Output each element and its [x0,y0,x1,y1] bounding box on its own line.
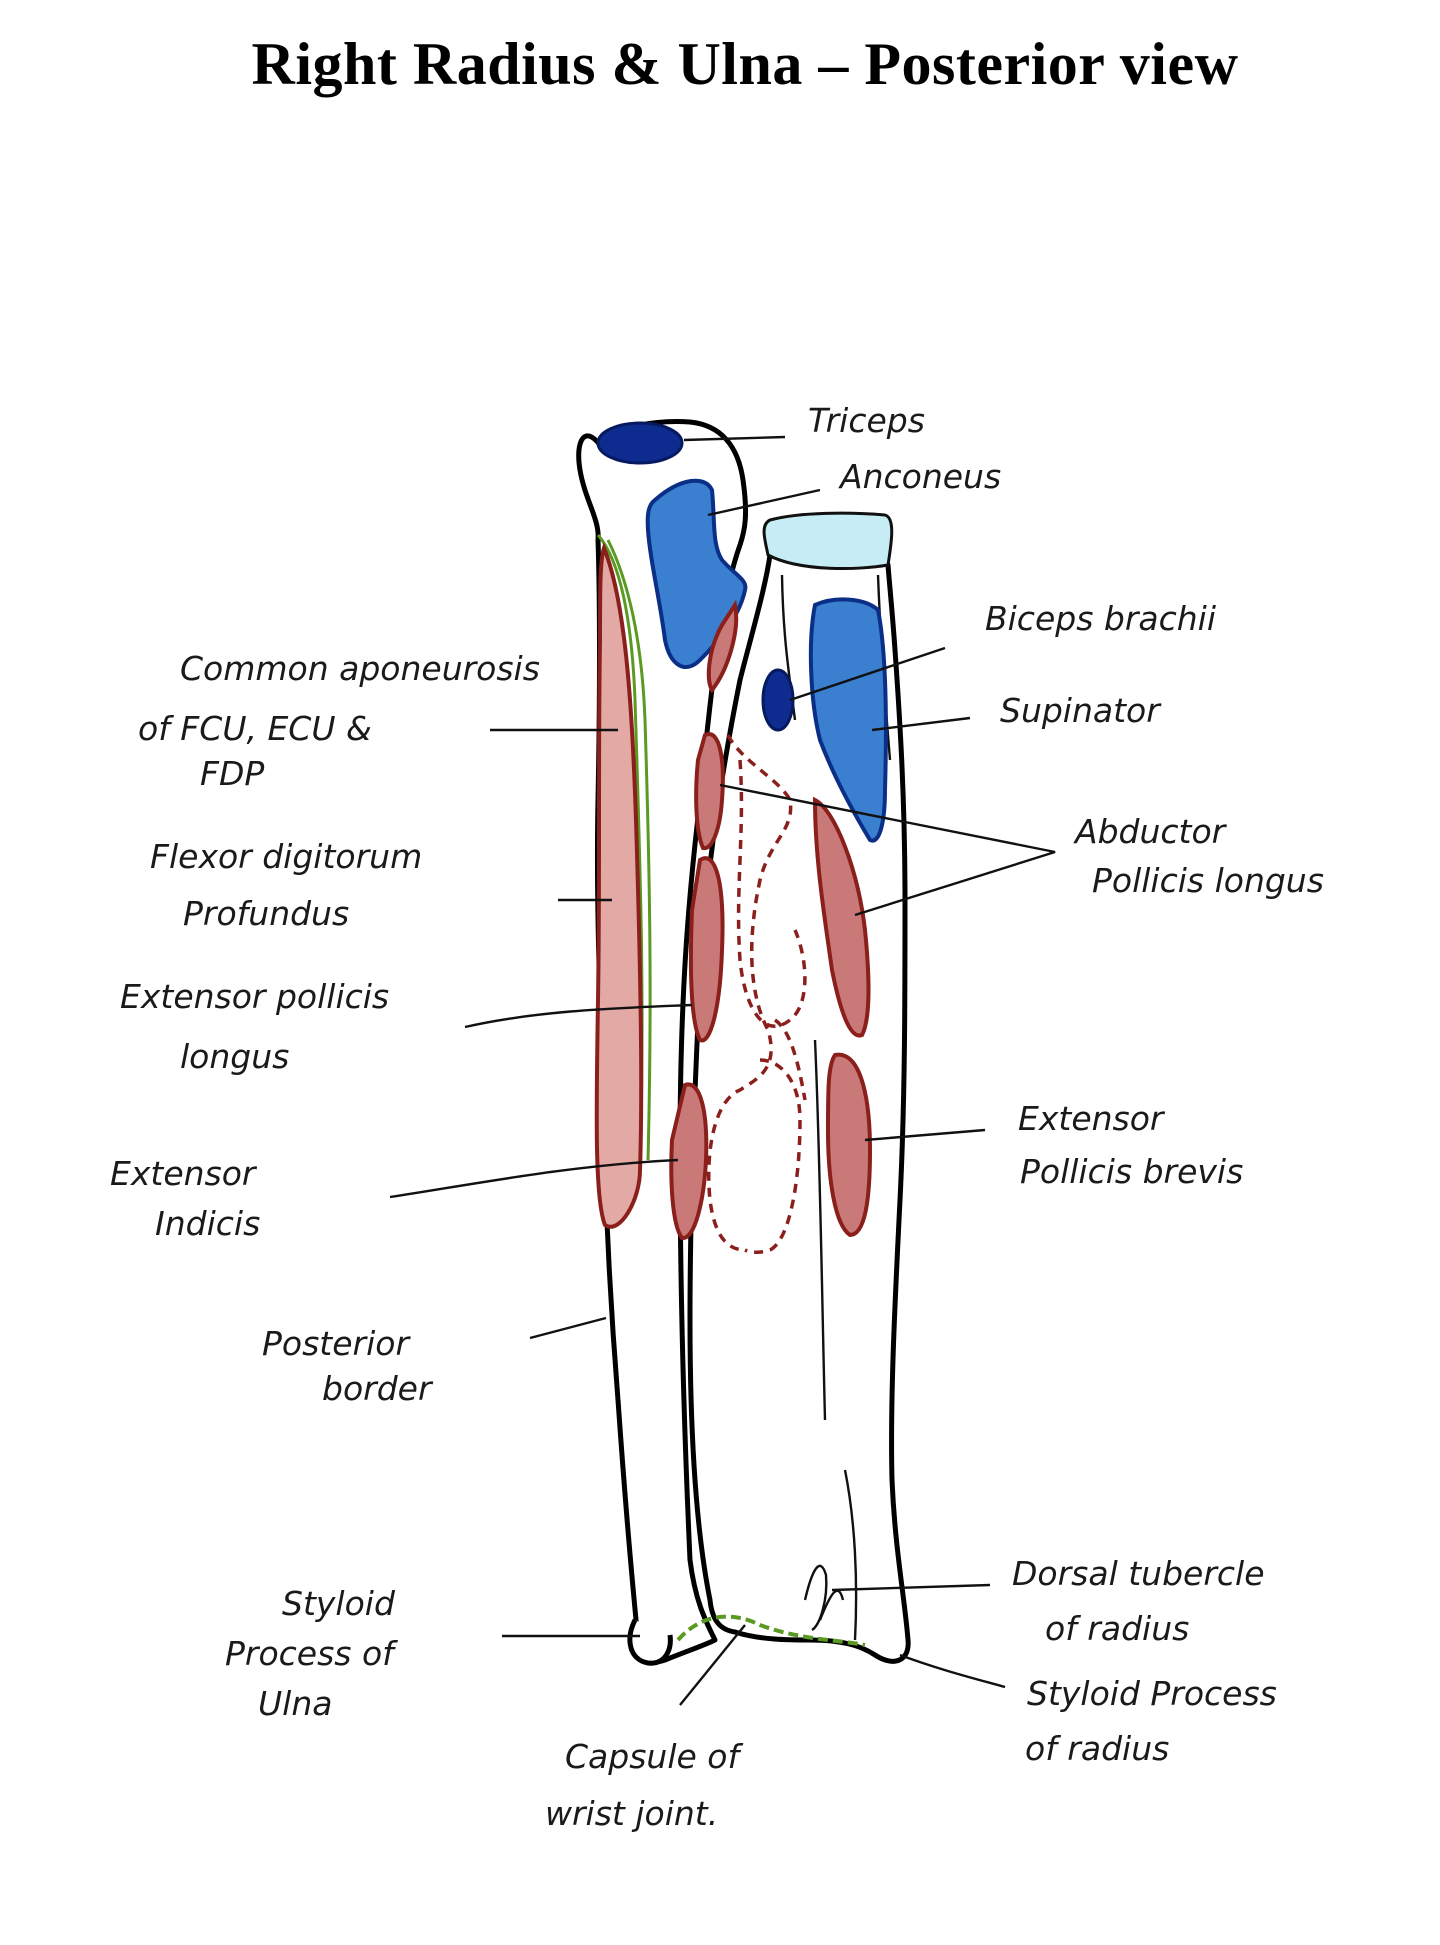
label-epb-1: Extensor [1018,1099,1166,1138]
epl-muscle [688,856,725,1043]
red-sliver [706,599,739,694]
interosseous-dash-2 [744,1058,802,1254]
leader-spr [899,1653,1006,1689]
label-cap-1: Capsule of [565,1737,743,1776]
dorsal-tubercle-shape-2 [818,1589,845,1621]
label-anconeus: Anconeus [838,457,1001,496]
interosseous-dash-4 [773,1018,807,1101]
wrist-capsule [676,1614,866,1647]
label-biceps: Biceps brachii [985,599,1216,638]
aponeurosis-line-2 [606,539,652,1161]
label-triceps: Triceps [808,401,925,440]
leader-biceps [789,646,946,702]
interosseous-dash [707,734,793,1252]
label-epb-2: Pollicis brevis [1020,1152,1243,1191]
label-common-2: of FCU, ECU & [138,709,372,748]
leader-epl [464,1003,693,1029]
fdp-muscle [594,542,644,1229]
leader-epb [864,1128,986,1142]
page-title: Right Radius & Ulna – Posterior view [251,31,1239,97]
label-spr-1: Styloid Process [1027,1674,1277,1713]
label-common-3: FDP [200,754,264,793]
label-ei-2: Indicis [155,1204,260,1243]
leader-triceps [683,435,786,442]
label-spr-2: of radius [1025,1729,1169,1768]
radius-shaft-line-2 [843,1469,858,1641]
leader-cap [679,1624,746,1706]
radius-shaft-line [813,1039,827,1421]
ei-muscle [669,1082,709,1240]
triceps-attachment [596,421,684,465]
label-pb-1: Posterior [262,1324,411,1363]
label-ei-1: Extensor [110,1154,258,1193]
label-fdp-1: Flexor digitorum [150,837,422,876]
radius-head-cap [762,511,894,571]
leader-pb [529,1316,607,1340]
leader-anconeus [707,488,821,517]
label-dt-1: Dorsal tubercle [1012,1554,1265,1593]
biceps-attachment [761,668,795,732]
dorsal-tubercle-shape [803,1564,828,1632]
label-apl-2: Pollicis longus [1092,861,1324,900]
label-epl-1: Extensor pollicis [120,977,389,1016]
label-cap-2: wrist joint. [545,1794,718,1833]
label-common-1: Common aponeurosis [180,649,540,688]
label-epl-2: longus [180,1037,289,1076]
label-pb-2: border [322,1369,434,1408]
label-spu-3: Ulna [258,1684,332,1723]
apl-radius [812,796,871,1038]
label-fdp-2: Profundus [183,894,349,933]
epb-muscle [825,1052,873,1238]
supinator-muscle [808,597,888,843]
label-supinator: Supinator [1000,691,1162,730]
leader-dt [831,1583,991,1592]
label-spu-1: Styloid [282,1584,396,1623]
label-spu-2: Process of [225,1634,398,1673]
leader-supinator [871,716,971,732]
label-apl-1: Abductor [1073,812,1228,851]
apl-ulna [694,732,725,850]
leader-apl [719,783,1056,917]
leader-ei [389,1158,679,1199]
label-dt-2: of radius [1045,1609,1189,1648]
interosseous-dash-3 [736,759,807,1028]
